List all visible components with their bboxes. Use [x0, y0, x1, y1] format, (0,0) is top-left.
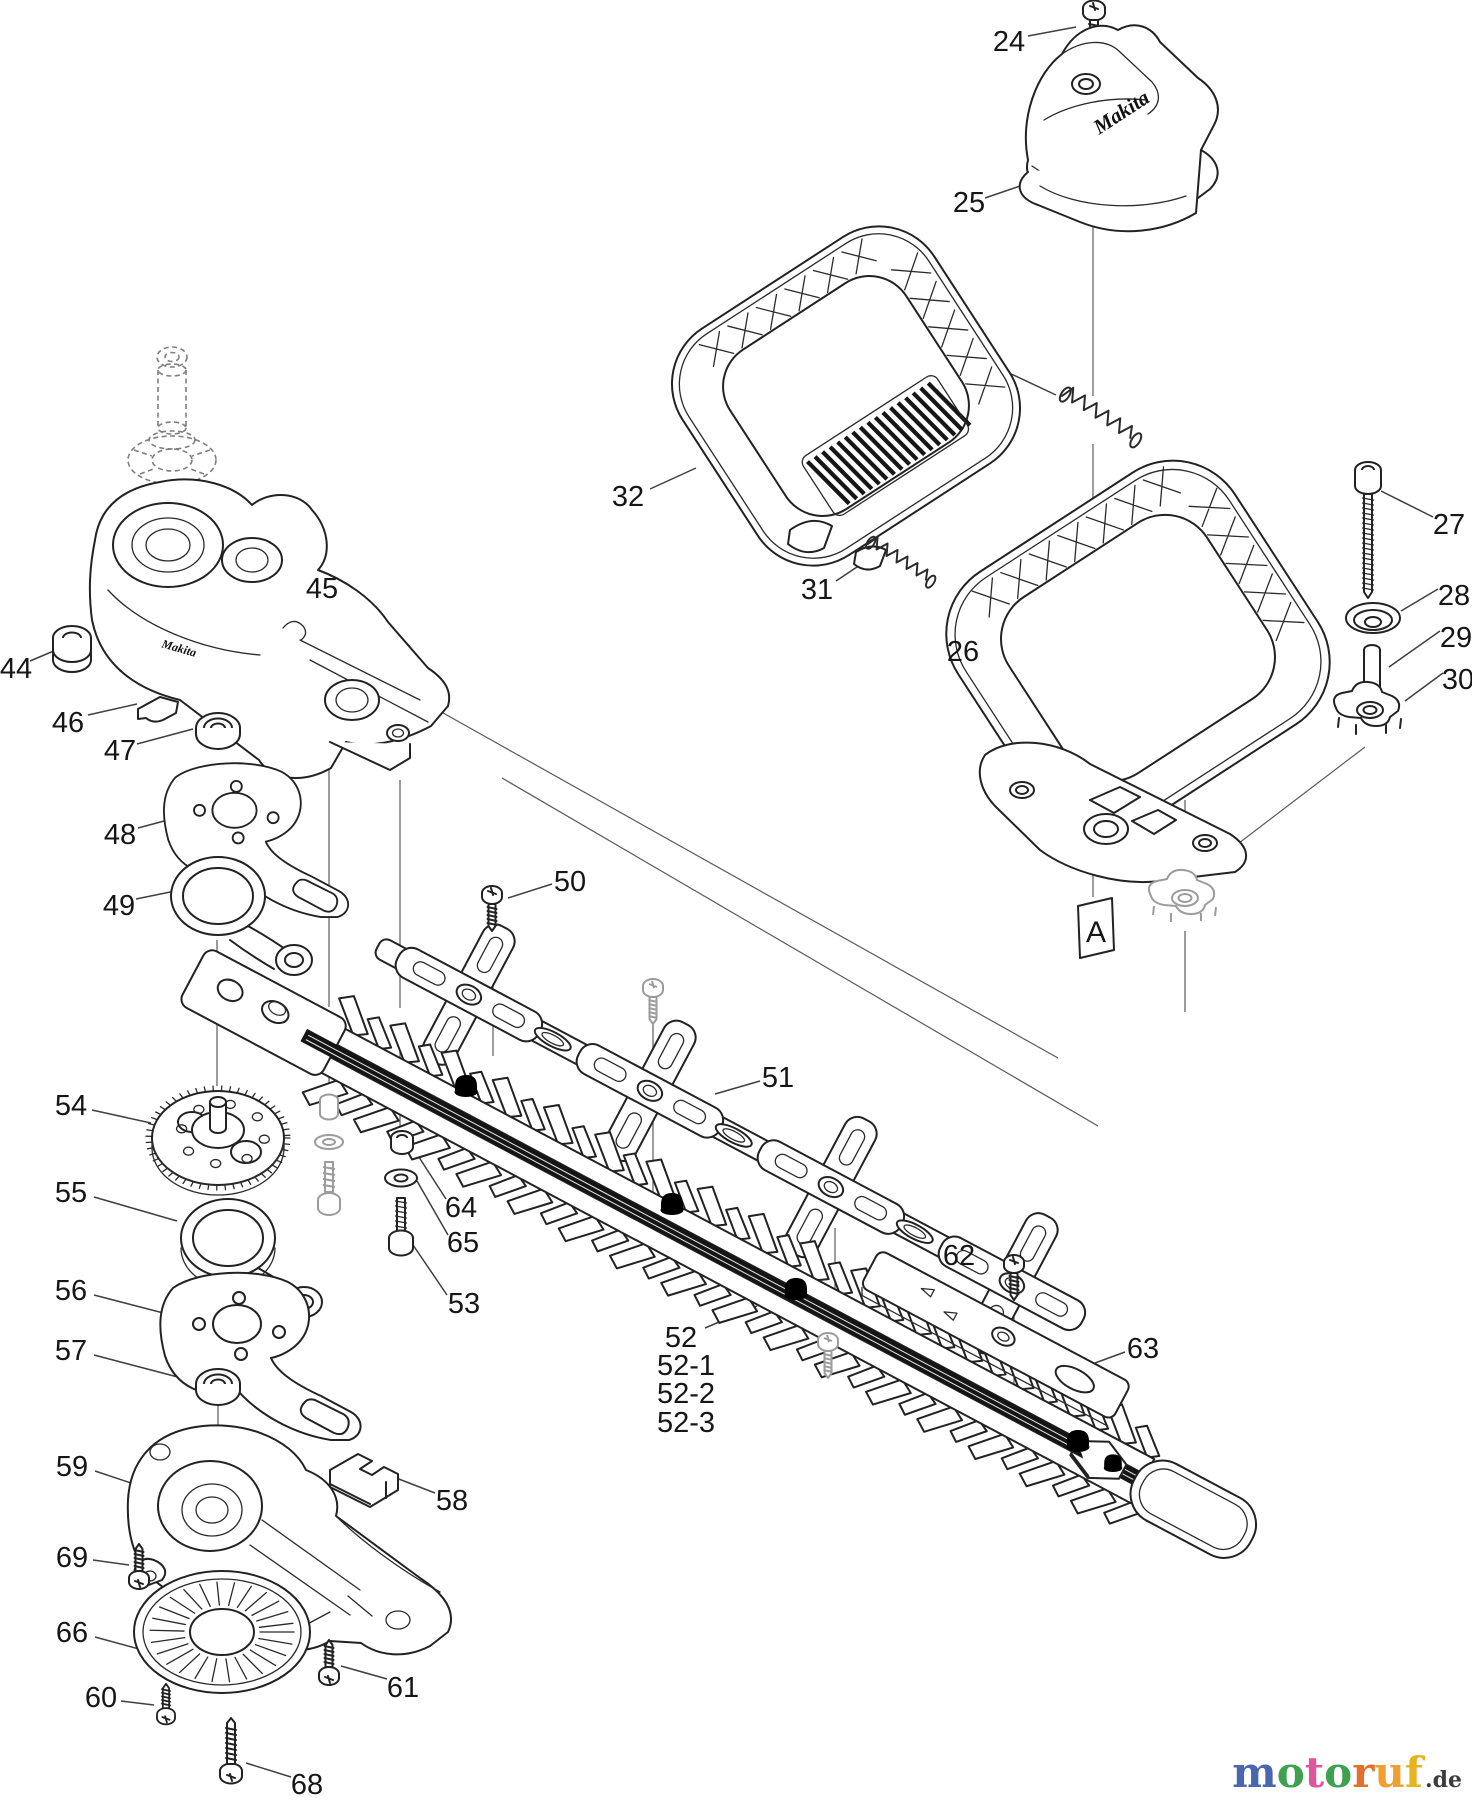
- part-label-48: 48: [104, 819, 136, 851]
- part-label-53: 53: [448, 1288, 480, 1320]
- cap-nut: [1103, 1454, 1123, 1472]
- logo-letter: r: [1352, 1748, 1375, 1797]
- part-64-nut: [390, 1130, 414, 1155]
- cap-nut: [784, 1278, 808, 1300]
- part-44-rubber-sleeve: [52, 625, 92, 673]
- part-label-59: 59: [56, 1451, 88, 1483]
- part-27-socket-bolt: [1354, 461, 1382, 599]
- logo-letter: u: [1374, 1748, 1405, 1797]
- logo-letter: o: [1276, 1748, 1305, 1797]
- leader-lines: [29, 26, 1444, 1778]
- part-label-29: 29: [1440, 622, 1472, 654]
- part-label-64: 64: [445, 1192, 477, 1224]
- part-60-screw: [156, 1682, 176, 1726]
- part-label-52-1: 52-1: [657, 1350, 715, 1382]
- part-label-27: 27: [1433, 509, 1465, 541]
- part-labels: 24 25 26 27 28 29 30 31 32 44 45 46 47 48 49 50 51 5252-1…: [0, 26, 1472, 1800]
- part-47-ball-bearing: [195, 712, 241, 750]
- cap-nut: [660, 1193, 684, 1215]
- part-58-bracket: [329, 1453, 399, 1508]
- part-label-30: 30: [1442, 664, 1472, 696]
- part-label-52-3: 52-3: [657, 1407, 715, 1439]
- part-57-ball-bearing: [195, 1368, 241, 1406]
- part-label-62: 62: [943, 1240, 975, 1272]
- part-label-54: 54: [55, 1090, 87, 1122]
- part-label-45: 45: [306, 573, 338, 605]
- part-label-57: 57: [55, 1335, 87, 1367]
- detail-a-marker-box: A: [1077, 897, 1115, 959]
- part-26-rear-handle: [945, 459, 1331, 837]
- part-label-46: 46: [52, 707, 84, 739]
- part-label-65: 65: [447, 1227, 479, 1259]
- logo-letter: m: [1232, 1748, 1277, 1797]
- part-label-50: 50: [554, 866, 586, 898]
- cap-nut: [1066, 1430, 1090, 1452]
- logo-letter: o: [1324, 1748, 1353, 1797]
- logo-letter: f: [1404, 1748, 1423, 1797]
- part-25-motor-housing-cover: [1018, 24, 1219, 233]
- part-46-clip: [137, 696, 179, 723]
- logo-tld: .de: [1424, 1767, 1462, 1793]
- ghost-fastener-column: [314, 1093, 344, 1216]
- part-63-blade-guide-plate: [861, 1251, 1130, 1427]
- part-label-49: 49: [103, 890, 135, 922]
- part-52-shear-blade: [180, 949, 1258, 1559]
- part-label-44: 44: [0, 653, 32, 685]
- part-label-52: 52: [665, 1322, 697, 1354]
- part-label-25: 25: [953, 187, 985, 219]
- part-label-69: 69: [56, 1542, 88, 1574]
- part-28-cup-washer: [1345, 602, 1401, 634]
- part-54-gear: [145, 1085, 291, 1196]
- part-61-screw: [318, 1639, 340, 1686]
- part-label-32: 32: [612, 481, 644, 513]
- part-68-screw: [219, 1717, 243, 1785]
- part-label-26: 26: [947, 636, 979, 668]
- part-45-gear-housing: [88, 478, 451, 779]
- part-label-61: 61: [387, 1672, 419, 1704]
- part-label-52-2: 52-2: [657, 1378, 715, 1410]
- handle-mount-base: [978, 741, 1247, 883]
- part-30-wing-nut: [1333, 680, 1402, 735]
- part-label-28: 28: [1438, 580, 1470, 612]
- part-label-63: 63: [1127, 1333, 1159, 1365]
- logo-letter: t: [1304, 1748, 1325, 1797]
- part-label-58: 58: [436, 1485, 468, 1517]
- part-56-blade-plate: [159, 1271, 362, 1441]
- part-label-60: 60: [85, 1682, 117, 1714]
- part-label-24: 24: [993, 26, 1025, 58]
- part-label-47: 47: [104, 735, 136, 767]
- part-65-washer: [384, 1168, 418, 1188]
- compression-spring-upper: [1056, 383, 1146, 451]
- part-53-bolt: [388, 1197, 414, 1257]
- part-label-56: 56: [55, 1275, 87, 1307]
- part-label-66: 66: [56, 1617, 88, 1649]
- part-label-68: 68: [291, 1769, 323, 1800]
- part-32-front-handle: [670, 225, 1022, 567]
- ghost-screw-mid: [642, 978, 664, 1025]
- cap-nut: [454, 1075, 478, 1097]
- part-label-31: 31: [801, 574, 833, 606]
- detail-a-letter: A: [1086, 916, 1106, 949]
- part-label-51: 51: [762, 1062, 794, 1094]
- part-label-55: 55: [55, 1177, 87, 1209]
